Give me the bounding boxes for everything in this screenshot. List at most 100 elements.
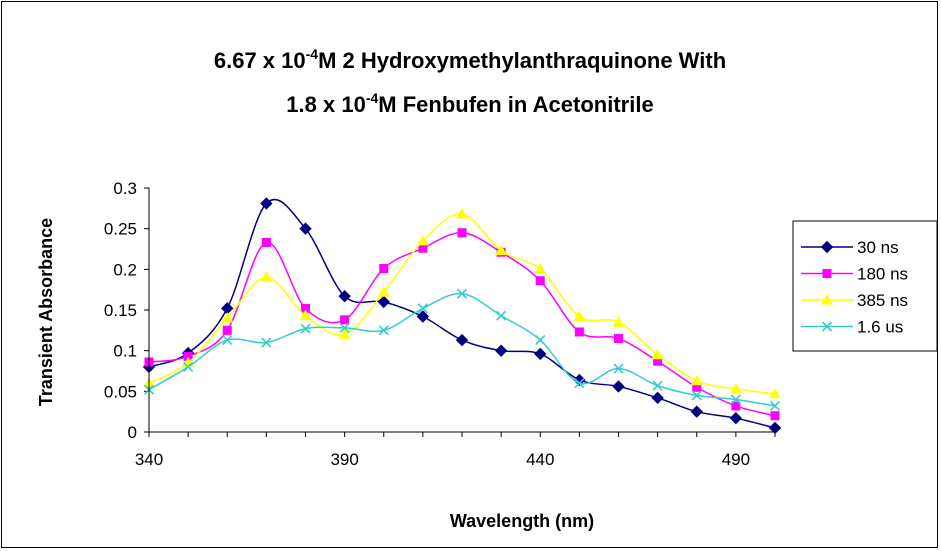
y-tick-label: 0 xyxy=(128,423,137,442)
data-point xyxy=(573,310,586,322)
data-point xyxy=(769,400,781,412)
data-point xyxy=(457,228,467,238)
data-point xyxy=(377,286,390,297)
data-point xyxy=(417,303,428,314)
legend: 30 ns 180 ns 385 ns 1.6 us xyxy=(792,220,938,352)
data-point xyxy=(653,356,663,366)
x-tick-label: 390 xyxy=(330,450,358,469)
x-axis-title: Wavelength (nm) xyxy=(450,511,594,531)
data-point xyxy=(221,312,234,323)
data-point xyxy=(183,361,194,372)
data-point xyxy=(729,382,742,394)
data-point xyxy=(338,328,351,339)
data-point xyxy=(729,411,743,425)
data-point xyxy=(534,263,547,274)
legend-entry: 385 ns xyxy=(801,291,908,310)
data-point xyxy=(378,325,389,336)
data-point xyxy=(418,243,428,253)
data-point xyxy=(768,421,782,435)
series-3 xyxy=(143,288,781,412)
legend-marker xyxy=(821,294,833,305)
y-tick-label: 0.25 xyxy=(104,220,137,239)
data-point xyxy=(690,405,703,418)
data-point xyxy=(692,382,702,392)
data-point xyxy=(495,244,508,256)
data-point xyxy=(769,387,781,399)
axes xyxy=(148,188,775,433)
data-point xyxy=(222,325,232,335)
legend-entry: 1.6 us xyxy=(801,318,903,337)
legend-box xyxy=(792,220,938,352)
legend-label: 385 ns xyxy=(857,291,908,310)
legend-label: 180 ns xyxy=(857,265,908,284)
data-point xyxy=(456,288,468,299)
legend-label: 1.6 us xyxy=(857,318,903,337)
y-axis-title: Transient Absorbance xyxy=(36,218,56,406)
data-point xyxy=(731,401,741,411)
data-point xyxy=(455,333,469,347)
data-point xyxy=(690,374,703,386)
series-1 xyxy=(144,228,780,421)
data-point xyxy=(535,276,545,286)
data-point xyxy=(535,335,546,346)
legend-entry: 30 ns xyxy=(801,238,899,257)
chart-title-line-2: 1.8 x 10-4M Fenbufen in Acetonitrile xyxy=(286,90,653,117)
data-point xyxy=(612,316,625,327)
data-point xyxy=(299,309,312,321)
data-point xyxy=(496,310,507,321)
y-tick-label: 0.2 xyxy=(113,260,137,279)
series-2 xyxy=(143,208,781,399)
data-point xyxy=(651,348,664,360)
legend-entry: 180 ns xyxy=(801,265,908,284)
data-point xyxy=(339,322,350,333)
series-line xyxy=(148,213,776,395)
data-point xyxy=(222,335,233,346)
x-axis-ticks: 340 390 440 490 xyxy=(135,432,776,469)
y-tick-label: 0.1 xyxy=(113,342,137,361)
data-point xyxy=(299,222,312,235)
series-line xyxy=(148,292,776,407)
data-point xyxy=(730,394,741,405)
data-point xyxy=(261,337,272,348)
data-point xyxy=(613,363,624,374)
data-point xyxy=(183,351,193,361)
x-tick-label: 490 xyxy=(722,450,750,469)
series-layer xyxy=(142,197,782,435)
legend-marker xyxy=(820,240,834,254)
data-point xyxy=(612,380,625,393)
chart-title-line-1: 6.67 x 10-4M 2 Hydroxymethylanthraquinon… xyxy=(214,46,726,73)
data-point xyxy=(379,264,389,274)
y-axis-ticks: 0 0.05 0.1 0.15 0.2 0.25 0.3 xyxy=(104,179,149,442)
series-line xyxy=(148,231,776,417)
data-point xyxy=(338,289,351,303)
legend-marker xyxy=(821,321,833,332)
data-point xyxy=(770,411,780,421)
data-point xyxy=(416,310,430,323)
data-point xyxy=(261,237,271,247)
y-tick-label: 0.05 xyxy=(104,382,137,401)
data-point xyxy=(574,378,585,389)
data-point xyxy=(377,295,390,309)
data-point xyxy=(494,344,508,357)
data-point xyxy=(416,234,429,246)
series-line xyxy=(148,198,776,429)
y-tick-label: 0.3 xyxy=(113,179,137,198)
data-point xyxy=(301,303,310,313)
legend-label: 30 ns xyxy=(857,238,899,257)
x-tick-label: 340 xyxy=(135,450,163,469)
data-point xyxy=(534,347,547,361)
data-point xyxy=(260,271,273,282)
x-tick-label: 440 xyxy=(526,450,554,469)
data-point xyxy=(614,333,623,343)
data-point xyxy=(340,315,350,325)
series-0 xyxy=(142,197,782,435)
data-point xyxy=(300,323,311,334)
data-point xyxy=(651,391,664,405)
data-point xyxy=(574,327,584,337)
data-point xyxy=(652,380,663,391)
data-point xyxy=(691,390,702,401)
data-point xyxy=(260,197,273,210)
y-tick-label: 0.15 xyxy=(104,301,137,320)
data-point xyxy=(456,208,468,219)
